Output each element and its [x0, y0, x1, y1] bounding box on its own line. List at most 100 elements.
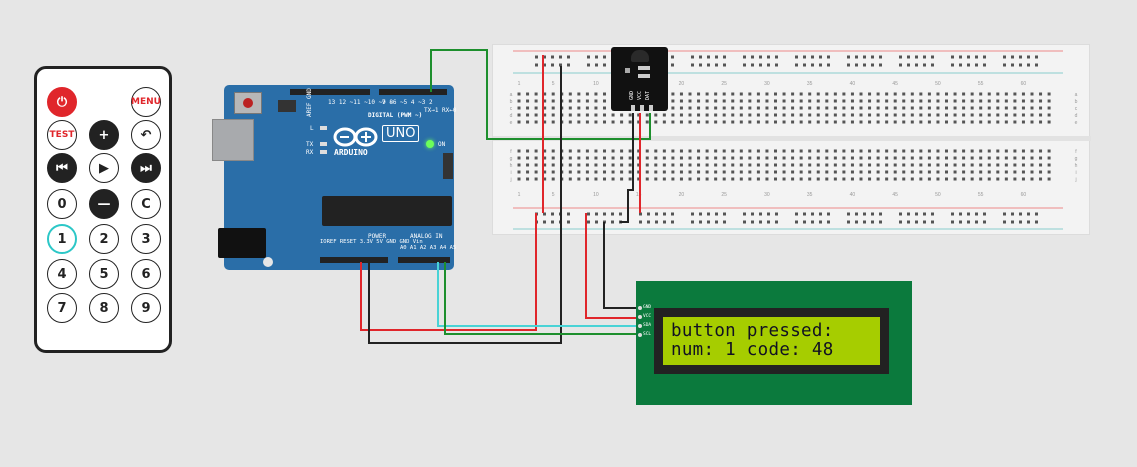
lcd-pin-label: VCC: [643, 314, 652, 319]
row-letter: e: [510, 120, 513, 126]
sensor-resistor: [638, 66, 650, 70]
minus-button[interactable]: —: [89, 189, 119, 219]
power-led: [426, 140, 434, 148]
play-button[interactable]: ▶: [89, 153, 119, 183]
digit-3-button[interactable]: 3: [131, 224, 161, 254]
row-letter: i: [1075, 170, 1076, 176]
row-letter: b: [1075, 99, 1078, 105]
column-number: 1: [518, 81, 521, 87]
digit-0-button[interactable]: 0: [47, 189, 77, 219]
digit-5-button[interactable]: 5: [89, 259, 119, 289]
column-number: 20: [679, 192, 685, 198]
board-model-label: UNO: [382, 125, 420, 142]
column-number: 20: [679, 81, 685, 87]
test-button[interactable]: TEST: [47, 120, 77, 150]
clear-button[interactable]: C: [131, 189, 161, 219]
lcd-pin[interactable]: [638, 324, 642, 328]
digit-1-button[interactable]: 1: [47, 224, 77, 254]
row-letter: a: [510, 92, 513, 98]
wire-cyan-sda[interactable]: [437, 262, 638, 327]
column-number: 40: [850, 81, 856, 87]
row-letter: d: [1075, 113, 1078, 119]
lcd-screen-frame: button pressed: num: 1 code: 48: [654, 308, 889, 374]
sensor-pins[interactable]: [631, 105, 653, 111]
digit-9-button[interactable]: 9: [131, 293, 161, 323]
lcd-pin-label: SDA: [643, 323, 652, 328]
wire-black-gnd[interactable]: [368, 66, 562, 344]
lcd-line-1: button pressed:: [671, 321, 834, 341]
row-letter: g: [1075, 156, 1078, 162]
lcd-pin-label: GND: [643, 305, 652, 310]
analog-pins-label: A0 A1 A2 A3 A4 A5: [400, 245, 457, 251]
reset-button[interactable]: [234, 92, 262, 114]
next-button[interactable]: ⏭: [131, 153, 161, 183]
brand-label: ARDUINO: [334, 148, 368, 157]
prev-button[interactable]: ⏮: [47, 153, 77, 183]
column-number: 30: [764, 81, 770, 87]
mount-hole: [263, 257, 273, 267]
row-letter: f: [510, 149, 512, 155]
back-button[interactable]: ↶: [131, 120, 161, 150]
digit-6-button[interactable]: 6: [131, 259, 161, 289]
digit-7-button[interactable]: 7: [47, 293, 77, 323]
row-letter: e: [1075, 120, 1078, 126]
column-number: 25: [721, 81, 727, 87]
lcd-pin[interactable]: [638, 315, 642, 319]
microcontroller-chip: [322, 196, 452, 226]
column-number: 50: [935, 192, 941, 198]
digital-header-right: [379, 89, 447, 95]
row-letter: d: [510, 113, 513, 119]
lcd-pin[interactable]: [638, 333, 642, 337]
lcd-display: button pressed: num: 1 code: 48: [663, 317, 880, 365]
column-number: 15: [636, 192, 642, 198]
column-number: 60: [1021, 81, 1027, 87]
row-letter: a: [1075, 92, 1078, 98]
led-rx: [320, 150, 327, 154]
led-l: [320, 126, 327, 130]
led-rx-label: RX: [306, 149, 314, 156]
arduino-logo-icon: [333, 127, 378, 147]
plus-button[interactable]: +: [89, 120, 119, 150]
column-number: 50: [935, 81, 941, 87]
wire-cyan-scl[interactable]: [444, 262, 638, 335]
row-letter: b: [510, 99, 513, 105]
ir-receiver-dome: [631, 50, 649, 62]
column-number: 10: [593, 192, 599, 198]
column-number: 60: [1021, 192, 1027, 198]
sensor-pin-label: GND: [629, 90, 635, 100]
power-pins-label: IOREF RESET 3.3V 5V GND GND Vin: [320, 239, 423, 245]
digit-4-button[interactable]: 4: [47, 259, 77, 289]
digit-2-button[interactable]: 2: [89, 224, 119, 254]
wire-black-sensor-gnd[interactable]: [620, 113, 634, 223]
wire-red-5v[interactable]: [360, 213, 537, 331]
wire-green-dat[interactable]: [430, 49, 651, 140]
icsp2-header: [443, 153, 453, 179]
analog-label: ANALOG IN: [410, 233, 443, 240]
column-number: 45: [892, 81, 898, 87]
digital-pins-label: 13 12 ~11 ~10 ~9 8: [328, 99, 394, 106]
column-number: 40: [850, 192, 856, 198]
column-number: 25: [721, 192, 727, 198]
column-number: 45: [892, 192, 898, 198]
power-button[interactable]: ⏻: [47, 87, 77, 117]
wire-red-lcd-vcc[interactable]: [585, 213, 638, 319]
arduino-uno-board[interactable]: AREF GND 13 12 ~11 ~10 ~9 8 7 ~6 ~5 4 ~3…: [212, 85, 457, 270]
digit-8-button[interactable]: 8: [89, 293, 119, 323]
power-jack: [218, 228, 266, 258]
sensor-resistor: [638, 74, 650, 78]
usb-port: [212, 119, 254, 161]
column-number: 5: [552, 81, 555, 87]
digital-label: DIGITAL (PWM ~): [368, 112, 423, 119]
sensor-pin-label: VCC: [637, 90, 643, 100]
sensor-pin-label: DAT: [645, 90, 651, 100]
column-number: 10: [593, 81, 599, 87]
menu-button[interactable]: MENU: [131, 87, 161, 117]
wire-black-lcd-gnd[interactable]: [603, 222, 638, 309]
row-letter: c: [510, 106, 513, 112]
column-number: 1: [518, 192, 521, 198]
led-tx-label: TX: [306, 141, 314, 148]
lcd-pin[interactable]: [638, 306, 642, 310]
